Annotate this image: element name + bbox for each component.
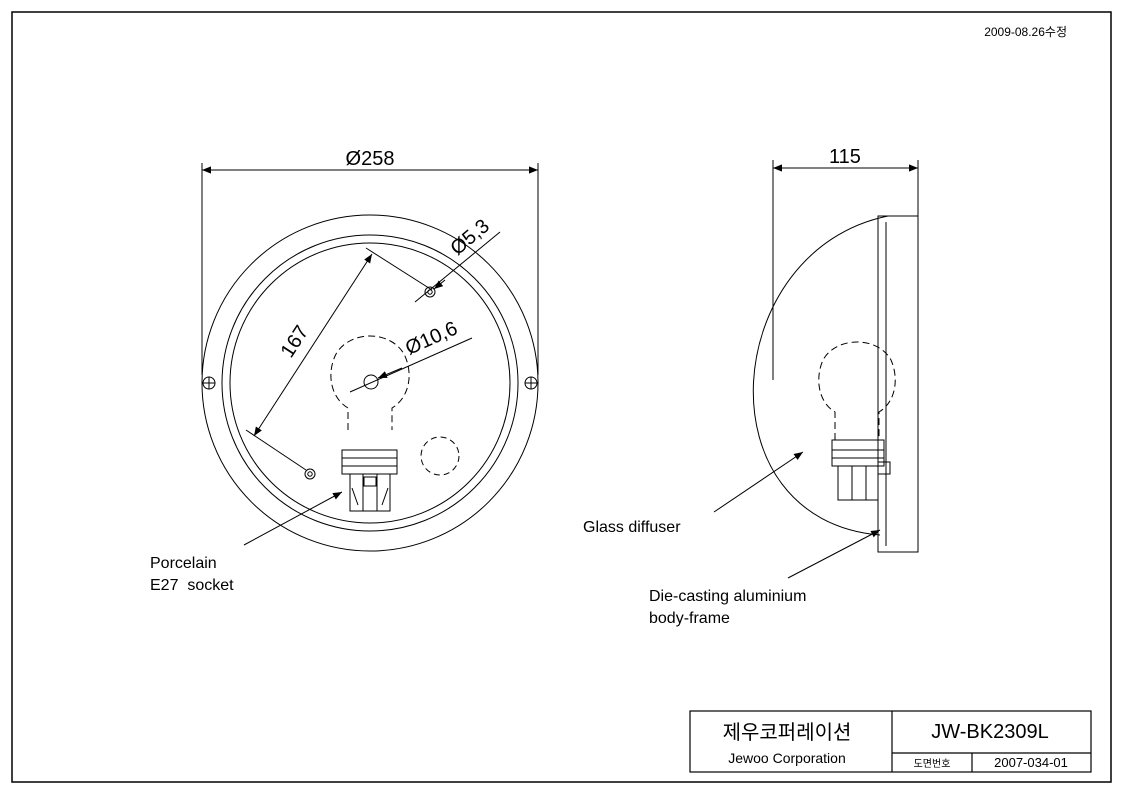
center-leader-arrow — [377, 367, 403, 379]
back-plate — [877, 215, 919, 553]
sheet-border — [11, 11, 1112, 783]
height-label: 167 — [277, 322, 314, 362]
height-extension-top — [365, 247, 433, 291]
title-block — [689, 710, 1092, 773]
middle-ring — [221, 234, 519, 532]
frame-label-line2: body-frame — [649, 610, 730, 627]
diffuser-leader — [713, 451, 804, 513]
socket-label-line2: E27 socket — [150, 577, 234, 594]
company-english: Jewoo Corporation — [728, 750, 846, 766]
revision-note: 2009-08.26수정 — [984, 25, 1067, 39]
drawing-number-label: 도면번호 — [914, 758, 951, 770]
left-screw-icon — [202, 376, 216, 390]
socket-label-line1: Porcelain — [150, 555, 217, 572]
outer-ring — [201, 214, 539, 552]
side-bulb-outline-dashed — [818, 341, 896, 440]
height-extension-bottom — [245, 429, 307, 471]
socket-icon — [341, 449, 398, 512]
front-dimensions — [201, 163, 539, 471]
hole-label: Ø5,3 — [446, 215, 493, 260]
hole-leader — [414, 231, 501, 303]
inner-ring — [229, 242, 511, 524]
side-socket-icon — [831, 439, 891, 501]
socket-leader — [243, 491, 343, 546]
height-dimension-line — [253, 253, 373, 437]
depth-label: 115 — [829, 146, 861, 168]
model-number: JW-BK2309L — [931, 721, 1048, 743]
center-leader — [349, 337, 473, 393]
hole-leader-arrow — [433, 279, 446, 290]
company-korean: 제우코퍼레이션 — [723, 721, 852, 744]
frame-label-line1: Die-casting aluminium — [649, 588, 806, 605]
diffuser-label: Glass diffuser — [583, 519, 681, 536]
mounting-hole-lower — [304, 468, 316, 480]
frame-leader — [787, 529, 881, 579]
center-label: Ø10,6 — [402, 317, 461, 359]
right-screw-icon — [524, 376, 538, 390]
drawing-number: 2007-034-01 — [994, 755, 1068, 770]
diameter-label: Ø258 — [346, 148, 395, 170]
side-dimensions — [772, 160, 919, 380]
side-view — [752, 215, 919, 553]
cable-hole-dashed — [420, 436, 460, 476]
center-hole — [363, 374, 379, 390]
